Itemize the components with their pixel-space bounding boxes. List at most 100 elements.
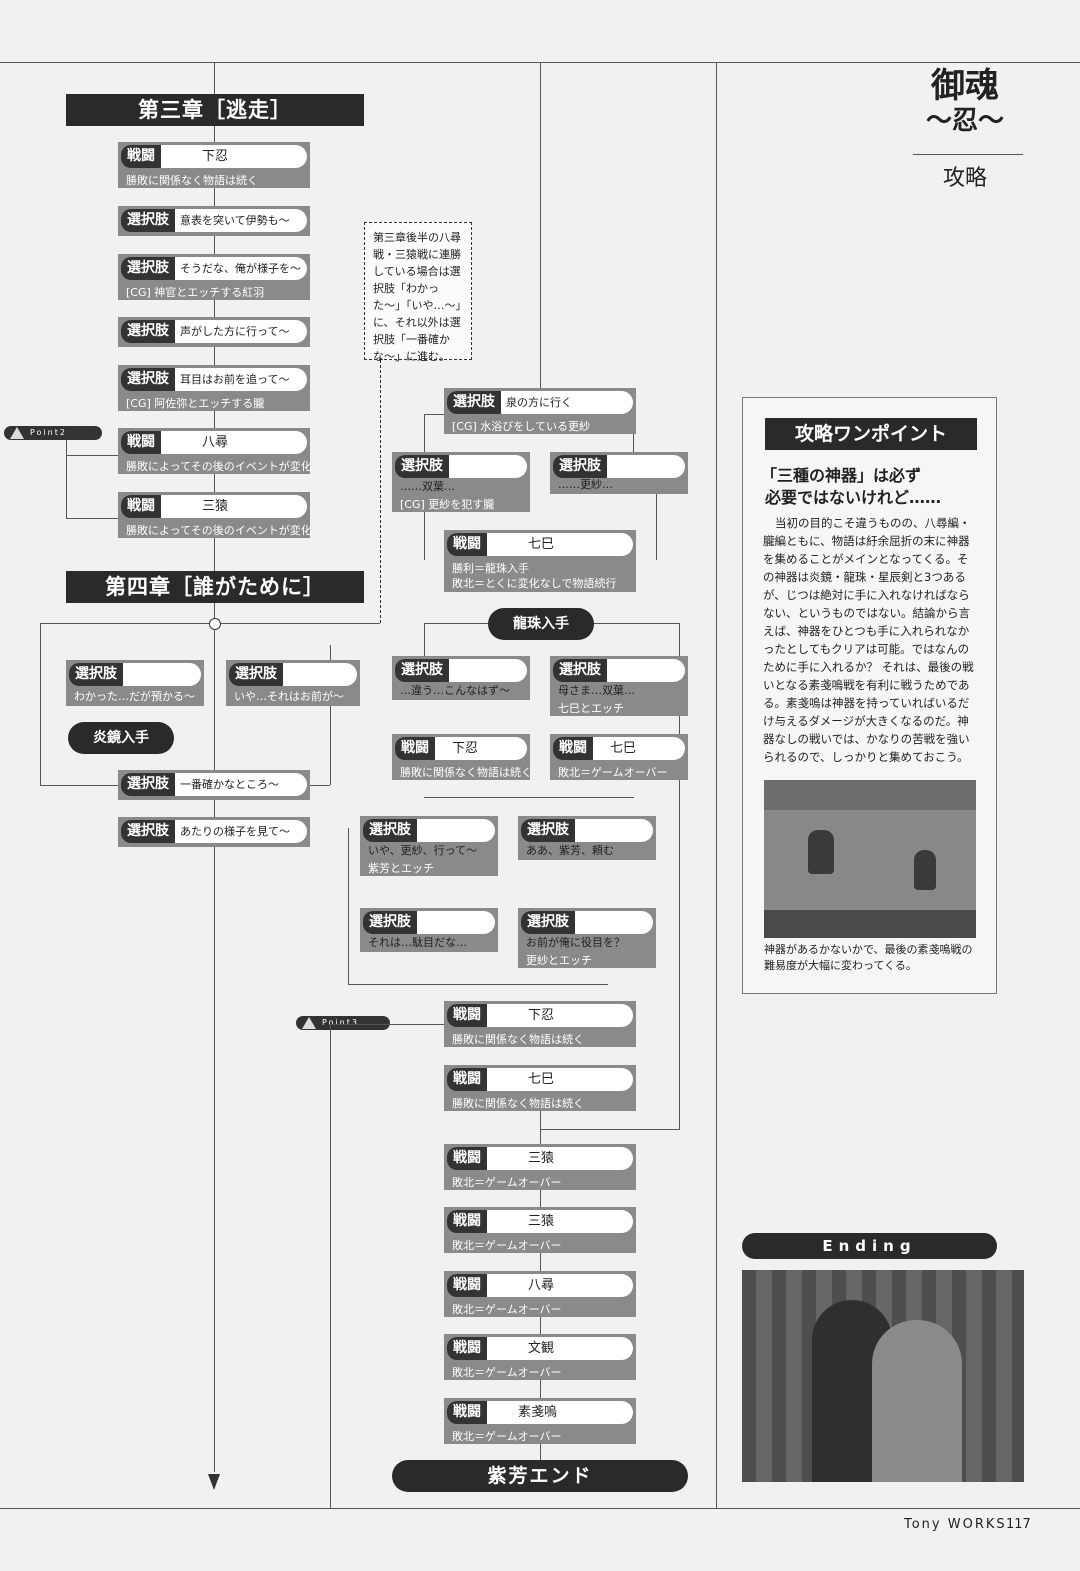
ending-label: Ending xyxy=(742,1233,997,1259)
node-tag: 戦闘 xyxy=(447,1401,487,1424)
node-name: 下忍 xyxy=(528,1008,555,1023)
brand-rule xyxy=(913,154,1023,155)
mid-node-10: 選択肢 ああ、紫芳、頼む xyxy=(518,816,656,860)
note-connector xyxy=(380,360,382,623)
ch4-node-3: 選択肢 一番確かなところ〜 xyxy=(118,770,310,800)
node-tag: 選択肢 xyxy=(121,209,175,232)
mid-node-12: 選択肢 お前が俺に役目を？ 更紗とエッチ xyxy=(518,908,656,968)
node-tag: 選択肢 xyxy=(395,659,449,682)
mid-node-8: 戦闘 七巳 敗北＝ゲームオーバー xyxy=(550,734,688,780)
node-tag: 選択肢 xyxy=(447,391,501,414)
node-tag: 選択肢 xyxy=(521,819,575,842)
node-sub: それは…駄目だな… xyxy=(368,936,467,949)
main-flow-line xyxy=(214,62,215,1472)
screenshot-floor xyxy=(764,810,976,910)
onepoint-title: 攻略ワンポイント xyxy=(765,418,977,450)
onepoint-panel: 攻略ワンポイント 「三種の神器」は必ず 必要ではないけれど…… 当初の目的こそ違… xyxy=(742,397,997,994)
node-name: 泉の方に行く xyxy=(506,396,572,409)
node-sub-2: 七巳とエッチ xyxy=(558,702,624,715)
node-sub: 勝敗によってその後のイベントが変化 xyxy=(126,460,312,473)
node-name: 声がした方に行って〜 xyxy=(180,325,290,338)
page-number: 117 xyxy=(1006,1517,1031,1532)
node-sub: 勝利＝龍珠入手 xyxy=(452,562,529,575)
node-name: 三猿 xyxy=(202,499,229,514)
point2-branch-line xyxy=(66,440,67,518)
node-sub-2: 更紗とエッチ xyxy=(526,954,592,967)
node-tag: 選択肢 xyxy=(121,368,175,391)
ryuju-item-pill: 龍珠入手 xyxy=(488,608,594,640)
mid-node-6: 選択肢 母さま…双葉… 七巳とエッチ xyxy=(550,656,688,716)
node-sub: 敗北＝ゲームオーバー xyxy=(452,1430,562,1443)
screenshot-figure-1 xyxy=(808,830,834,874)
mid-node-3: 選択肢 ……更紗… xyxy=(550,452,688,494)
node-name: 意表を突いて伊勢も〜 xyxy=(180,214,290,227)
node-sub: 敗北＝ゲームオーバー xyxy=(452,1239,562,1252)
node-tag: 選択肢 xyxy=(69,663,123,686)
mid-branch-6-top xyxy=(330,1024,444,1025)
ending-image xyxy=(742,1270,1024,1482)
ch4-node-4: 選択肢 あたりの様子を見て〜 xyxy=(118,817,310,847)
brand-subtitle: 攻略 xyxy=(942,166,987,191)
ch4-left-branch xyxy=(40,623,41,785)
route-note: 第三章後半の八尋戦・三猿戦に連勝している場合は選択肢「わかった〜」「いや…〜」に… xyxy=(364,222,472,363)
node-name: 三猿 xyxy=(528,1151,555,1166)
brand-title-sub: 〜忍〜 xyxy=(925,106,1004,136)
node-tag: 選択肢 xyxy=(121,820,175,843)
node-name: 下忍 xyxy=(452,741,479,756)
onepoint-headline-1: 「三種の神器」は必ず xyxy=(761,466,922,485)
node-name: 三猿 xyxy=(528,1214,555,1229)
node-tag: 戦闘 xyxy=(447,1337,487,1360)
screenshot-status-bar xyxy=(764,910,976,938)
node-sub: 敗北＝ゲームオーバー xyxy=(558,766,668,779)
point2-hline-top xyxy=(66,455,120,456)
node-sub: ああ、紫芳、頼む xyxy=(526,844,614,857)
ch4-junction xyxy=(209,618,221,630)
column-divider-2 xyxy=(716,62,717,1508)
node-name: 七巳 xyxy=(528,537,555,552)
node-sub: 勝敗に関係なく物語は続く xyxy=(400,766,532,779)
node-name: 八尋 xyxy=(528,1278,555,1293)
mid-branch-2-right xyxy=(656,494,657,560)
node-tag: 選択肢 xyxy=(553,455,607,478)
node-sub: 敗北＝ゲームオーバー xyxy=(452,1366,562,1379)
ch3-node-1: 戦闘 下忍 勝敗に関係なく物語は続く xyxy=(118,142,310,188)
node-tag: 戦闘 xyxy=(121,145,161,168)
node-tag: 戦闘 xyxy=(447,1147,487,1170)
mid-node-2: 選択肢 ……双葉… [CG] 更紗を犯す朧 xyxy=(392,452,530,512)
bottom-rule xyxy=(0,1508,1080,1509)
mid-node-9: 選択肢 いや、更紗、行って〜 紫芳とエッチ xyxy=(360,816,498,876)
node-tag: 戦闘 xyxy=(121,495,161,518)
mid-branch-4 xyxy=(424,797,634,798)
node-sub: 敗北＝ゲームオーバー xyxy=(452,1176,562,1189)
node-name: 七巳 xyxy=(610,741,637,756)
onepoint-headline-2: 必要ではないけれど…… xyxy=(765,488,942,507)
node-tag: 戦闘 xyxy=(447,1004,487,1027)
node-sub: [CG] 阿佐弥とエッチする朧 xyxy=(126,397,265,410)
screenshot-figure-2 xyxy=(914,850,936,890)
node-tag: 選択肢 xyxy=(229,663,283,686)
node-name: 八尋 xyxy=(202,435,229,450)
mid-node-4: 戦闘 七巳 勝利＝龍珠入手 敗北＝とくに変化なしで物語続行 xyxy=(444,530,636,592)
node-name: 素戔嗚 xyxy=(518,1405,558,1420)
warning-icon xyxy=(302,1017,316,1029)
mid-node-16: 戦闘 三猿 敗北＝ゲームオーバー xyxy=(444,1207,636,1253)
point2-label: Point2 xyxy=(30,428,67,437)
node-sub: 勝敗に関係なく物語は続く xyxy=(452,1097,584,1110)
ch3-node-5: 選択肢 耳目はお前を追って〜 [CG] 阿佐弥とエッチする朧 xyxy=(118,365,310,411)
node-tag: 戦闘 xyxy=(447,1210,487,1233)
node-name: 耳目はお前を追って〜 xyxy=(180,373,290,386)
chapter-4-heading: 第四章［誰がために］ xyxy=(66,571,364,603)
node-tag: 戦闘 xyxy=(447,1274,487,1297)
mid-node-19: 戦闘 素戔嗚 敗北＝ゲームオーバー xyxy=(444,1398,636,1444)
node-tag: 選択肢 xyxy=(363,911,417,934)
column-divider-1 xyxy=(540,62,541,392)
point2-hline-bottom xyxy=(66,518,120,519)
mid-branch-1-left xyxy=(424,414,425,454)
node-tag: 選択肢 xyxy=(553,659,607,682)
node-sub: わかった…だが預かる〜 xyxy=(74,690,195,703)
node-name: 七巳 xyxy=(528,1072,555,1087)
brand-title: 御魂 〜忍〜 xyxy=(915,66,1015,136)
node-sub: 勝敗に関係なく物語は続く xyxy=(452,1033,584,1046)
mid-branch-1-right xyxy=(633,414,634,454)
ch4-node-1: 選択肢 わかった…だが預かる〜 xyxy=(66,660,204,706)
